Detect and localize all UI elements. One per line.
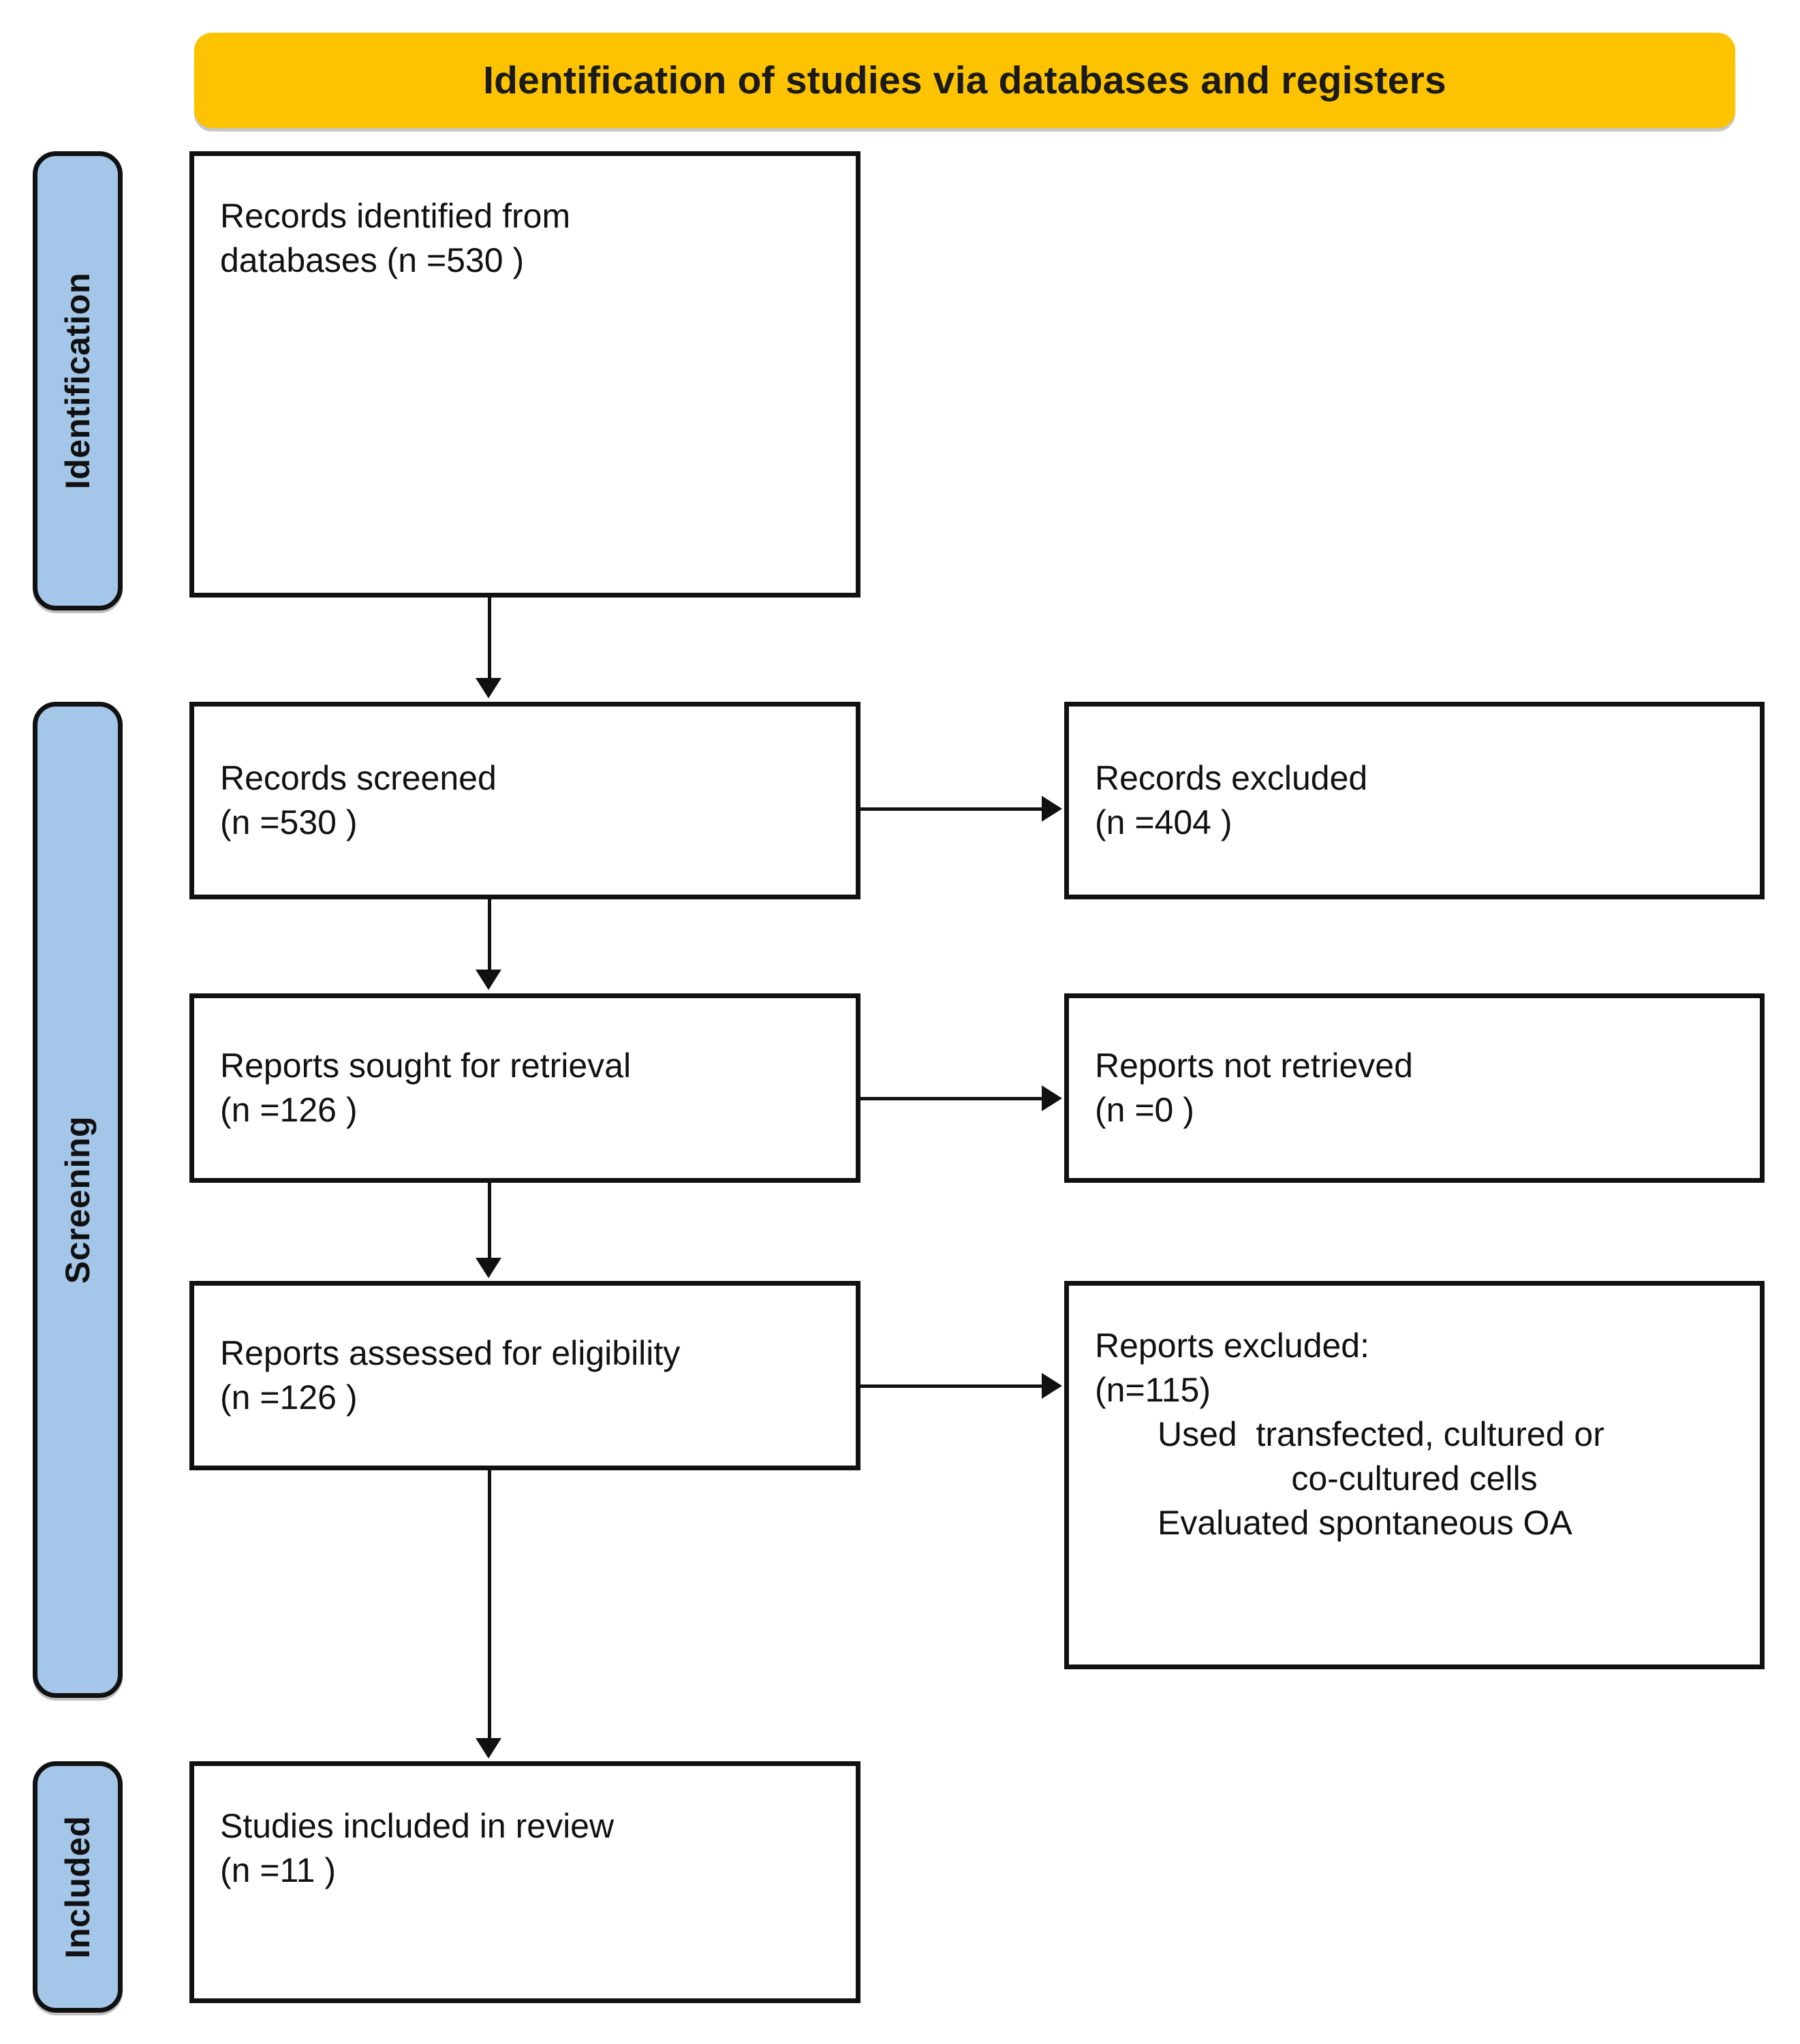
arrow-right-icon [1042, 1085, 1062, 1111]
stage-included: Included [33, 1761, 123, 2013]
box-reports-assessed-line-2: (n =126 ) [220, 1378, 358, 1416]
stage-included-label: Included [59, 1815, 97, 1959]
box-studies-included-line-2: (n =11 ) [220, 1851, 336, 1889]
connector-line [860, 1384, 1043, 1388]
box-records-screened: Records screened (n =530 ) [189, 702, 860, 899]
box-studies-included: Studies included in review (n =11 ) [189, 1761, 860, 2003]
box-records-identified-line-2: databases (n =530 ) [220, 241, 525, 279]
box-reports-excluded: Reports excluded: (n=115) Used transfect… [1064, 1281, 1765, 1669]
box-reports-excluded-line-3: Used transfected, cultured or [1158, 1415, 1604, 1453]
connector-line [860, 807, 1043, 811]
connector-line [488, 1470, 491, 1739]
box-reports-sought-line-1: Reports sought for retrieval [220, 1047, 632, 1085]
arrow-right-icon [1042, 796, 1062, 822]
box-reports-excluded-line-1: Reports excluded: [1095, 1327, 1370, 1365]
connector-line [860, 1097, 1043, 1100]
arrow-down-icon [476, 1258, 501, 1278]
box-reports-excluded-line-4: co-cultured cells [1291, 1459, 1538, 1498]
box-records-identified-line-1: Records identified from [220, 197, 571, 235]
arrow-down-icon [476, 970, 501, 990]
box-records-excluded-line-2: (n =404 ) [1095, 803, 1232, 841]
diagram-banner: Identification of studies via databases … [194, 33, 1735, 128]
box-reports-not-retrieved-line-2: (n =0 ) [1095, 1091, 1194, 1129]
box-reports-sought: Reports sought for retrieval (n =126 ) [189, 993, 860, 1183]
box-reports-sought-line-2: (n =126 ) [220, 1091, 358, 1129]
box-reports-assessed-line-1: Reports assessed for eligibility [220, 1334, 681, 1372]
banner-title: Identification of studies via databases … [483, 59, 1446, 102]
box-reports-excluded-line-2: (n=115) [1095, 1371, 1211, 1409]
stage-screening-label: Screening [59, 1115, 97, 1284]
box-studies-included-line-1: Studies included in review [220, 1807, 615, 1845]
stage-identification: Identification [33, 151, 123, 610]
box-records-excluded-line-1: Records excluded [1095, 759, 1368, 797]
box-reports-not-retrieved-line-1: Reports not retrieved [1095, 1047, 1413, 1085]
connector-line [488, 899, 491, 971]
box-records-excluded: Records excluded (n =404 ) [1064, 702, 1765, 899]
arrow-down-icon [476, 678, 501, 698]
arrow-down-icon [476, 1738, 501, 1759]
connector-line [488, 598, 491, 679]
connector-line [488, 1183, 491, 1259]
box-reports-excluded-line-5: Evaluated spontaneous OA [1158, 1504, 1572, 1542]
stage-screening: Screening [33, 702, 123, 1698]
box-reports-not-retrieved: Reports not retrieved (n =0 ) [1064, 993, 1765, 1183]
stage-identification-label: Identification [59, 272, 97, 490]
arrow-right-icon [1042, 1373, 1062, 1399]
box-records-screened-line-2: (n =530 ) [220, 803, 358, 841]
box-records-screened-line-1: Records screened [220, 759, 497, 797]
box-records-identified: Records identified from databases (n =53… [189, 151, 860, 598]
box-reports-assessed: Reports assessed for eligibility (n =126… [189, 1281, 860, 1470]
